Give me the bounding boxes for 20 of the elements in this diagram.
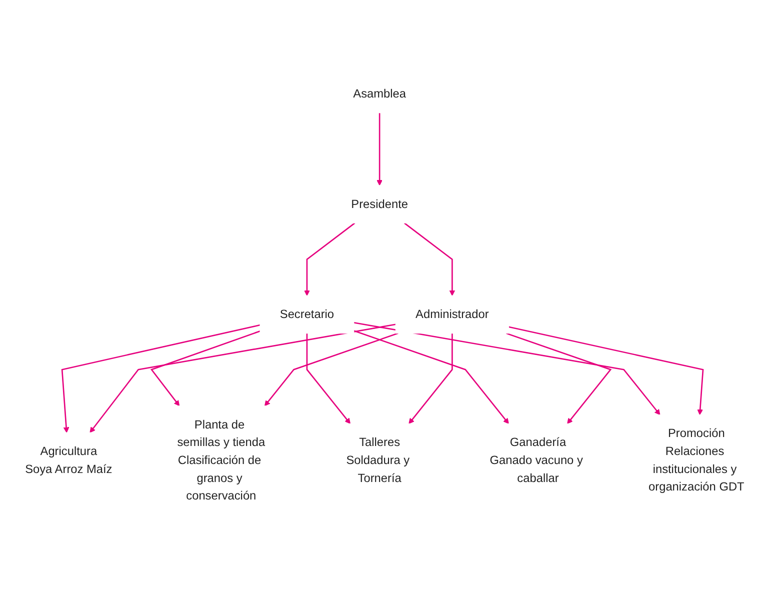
arrow <box>508 326 704 416</box>
arrow <box>150 330 260 406</box>
node-text: Promoción Relaciones institucionales y organización GDT <box>648 426 744 494</box>
arrow <box>354 322 660 416</box>
node-text: Asamblea <box>353 87 406 100</box>
node-text: Planta de semillas y tienda Clasificación de granos y conservación <box>177 418 266 502</box>
arrow <box>264 332 398 406</box>
node-text: Ganadería Ganado vacuno y caballar <box>490 436 583 484</box>
arrow <box>506 332 612 424</box>
node-text: Talleres Soldadura y Tornería <box>346 436 410 484</box>
arrow <box>404 222 456 296</box>
arrow <box>376 112 382 186</box>
node-text: Agricultura Soya Arroz Maíz <box>25 444 112 476</box>
arrow <box>408 333 453 424</box>
arrow <box>306 333 351 424</box>
arrow <box>354 330 509 424</box>
arrow <box>61 324 260 433</box>
node-text: Presidente <box>351 197 408 211</box>
arrow <box>304 222 356 296</box>
arrow <box>90 324 396 433</box>
